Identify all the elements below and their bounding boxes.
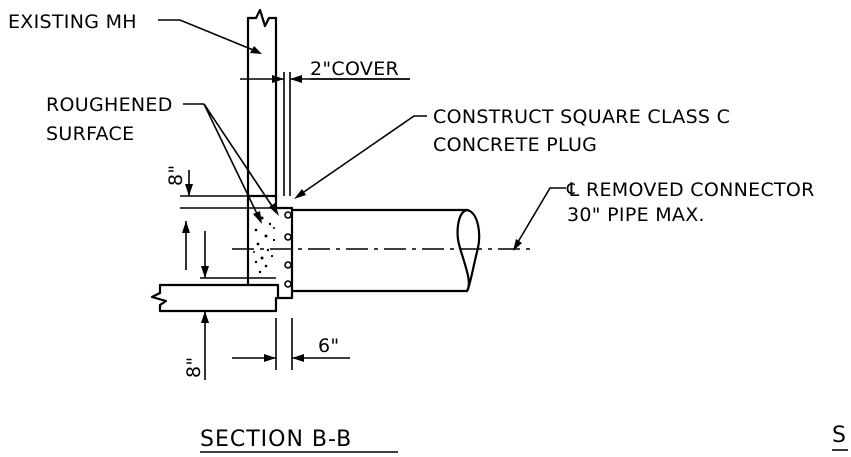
concrete-plug xyxy=(246,194,294,300)
label-cover: 2"COVER xyxy=(310,58,399,80)
width-dimension xyxy=(232,318,350,370)
floor-slab xyxy=(150,283,278,313)
label-centerline-symbol: ℄ xyxy=(566,179,580,201)
pipe xyxy=(290,208,481,293)
label-connector-1: REMOVED CONNECTOR xyxy=(586,179,815,201)
manhole-wall xyxy=(246,8,278,198)
label-dim-bottom: 8" xyxy=(183,357,205,378)
label-existing-mh: EXISTING MH xyxy=(8,11,137,33)
vertical-dimensions xyxy=(180,170,276,380)
label-connector-2: 30" PIPE MAX. xyxy=(567,204,705,226)
leaders xyxy=(158,19,566,251)
aggregate-stipple xyxy=(253,216,276,274)
label-roughened-1: ROUGHENED xyxy=(46,94,173,116)
label-plug-1: CONSTRUCT SQUARE CLASS C xyxy=(433,106,730,128)
section-title: SECTION B-B xyxy=(200,427,352,452)
label-plug-2: CONCRETE PLUG xyxy=(433,134,597,156)
corner-letter: S xyxy=(832,423,846,448)
label-dim-top: 8" xyxy=(165,165,187,186)
dowels xyxy=(284,211,292,288)
label-roughened-2: SURFACE xyxy=(46,123,134,145)
label-dim-width: 6" xyxy=(318,335,339,357)
